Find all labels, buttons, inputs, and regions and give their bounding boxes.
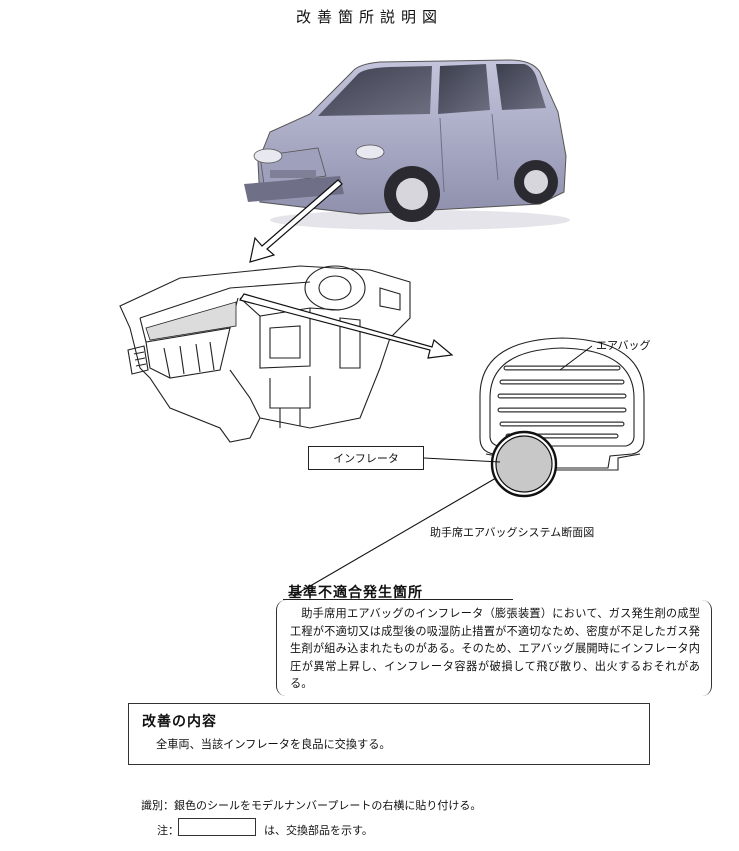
remedy-heading: 改善の内容 xyxy=(142,714,217,730)
car-illustration xyxy=(244,59,570,230)
section-caption: 助手席エアバッグシステム断面図 xyxy=(430,526,595,539)
note-text: は、交換部品を示す。 xyxy=(264,824,373,837)
remedy-box xyxy=(128,703,650,765)
defect-heading: 基準不適合発生箇所 xyxy=(288,585,423,601)
defect-description: 助手席用エアバッグのインフレータ（膨張装置）において、ガス発生剤の成型工程が不適… xyxy=(290,607,700,690)
dashboard-illustration xyxy=(119,265,411,443)
airbag-label: エアバッグ xyxy=(596,339,651,352)
identification-text: 識別：銀色のシールをモデルナンバープレートの右横に貼り付ける。 xyxy=(141,799,482,812)
replacement-part-legend-box xyxy=(178,818,256,836)
airbag-section-illustration xyxy=(479,337,645,498)
remedy-description: 全車両、当該インフレータを良品に交換する。 xyxy=(156,738,391,751)
defect-bracket xyxy=(276,600,712,696)
inflator-label-box: インフレータ xyxy=(308,446,424,470)
defect-heading-underline xyxy=(283,599,513,600)
page-title: 改善箇所説明図 xyxy=(295,8,443,26)
note-label: 注： xyxy=(157,824,179,837)
